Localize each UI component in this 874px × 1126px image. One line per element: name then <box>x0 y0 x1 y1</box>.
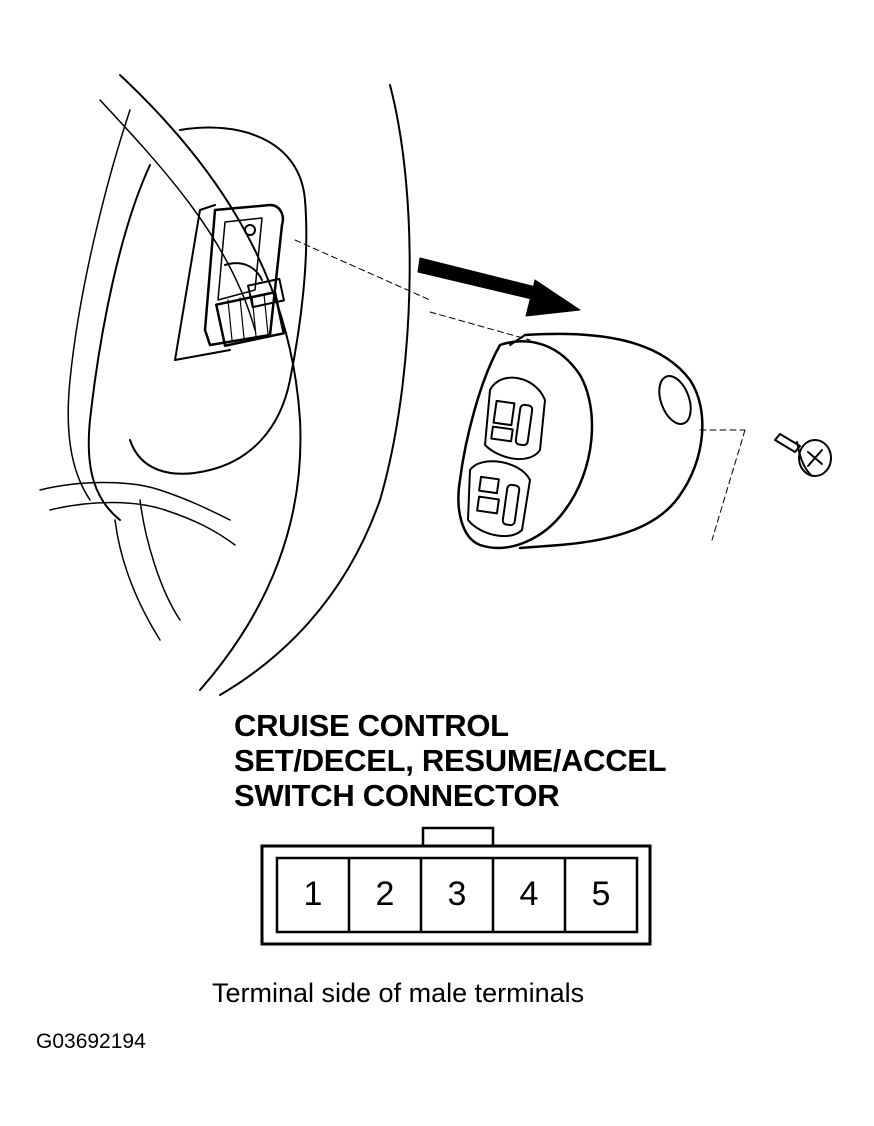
removal-arrow <box>417 257 541 301</box>
title-line-1: CRUISE CONTROL <box>234 708 509 743</box>
figure-code: G03692194 <box>36 1030 146 1053</box>
switch-recess-plate <box>203 203 285 347</box>
pin-label-4: 4 <box>520 875 539 913</box>
set-decel-button <box>484 376 546 461</box>
installed-connector <box>215 290 285 348</box>
connector-pin-cavities <box>275 856 639 934</box>
pin-label-5: 5 <box>592 875 611 913</box>
pin-label-3: 3 <box>448 875 467 913</box>
title-line-3: SWITCH CONNECTOR <box>234 778 560 813</box>
steering-spoke <box>39 481 231 521</box>
connector-latch-tab <box>421 826 495 848</box>
steering-wheel-switch-illustration <box>39 74 832 696</box>
connector-caption: Terminal side of male terminals <box>212 978 585 1008</box>
title-line-2: SET/DECEL, RESUME/ACCEL <box>234 743 667 778</box>
resume-accel-button <box>467 460 531 538</box>
mounting-bolt <box>774 433 832 477</box>
steering-wheel-rim <box>119 74 302 691</box>
diagram-title: CRUISE CONTROL SET/DECEL, RESUME/ACCEL S… <box>234 708 667 813</box>
pin-label-2: 2 <box>376 875 395 913</box>
switch-connector-pinout: 1 2 3 4 5 <box>260 826 652 946</box>
pin-label-1: 1 <box>304 875 323 913</box>
switch-assembly-cover <box>518 332 704 550</box>
steering-hub <box>129 126 308 475</box>
